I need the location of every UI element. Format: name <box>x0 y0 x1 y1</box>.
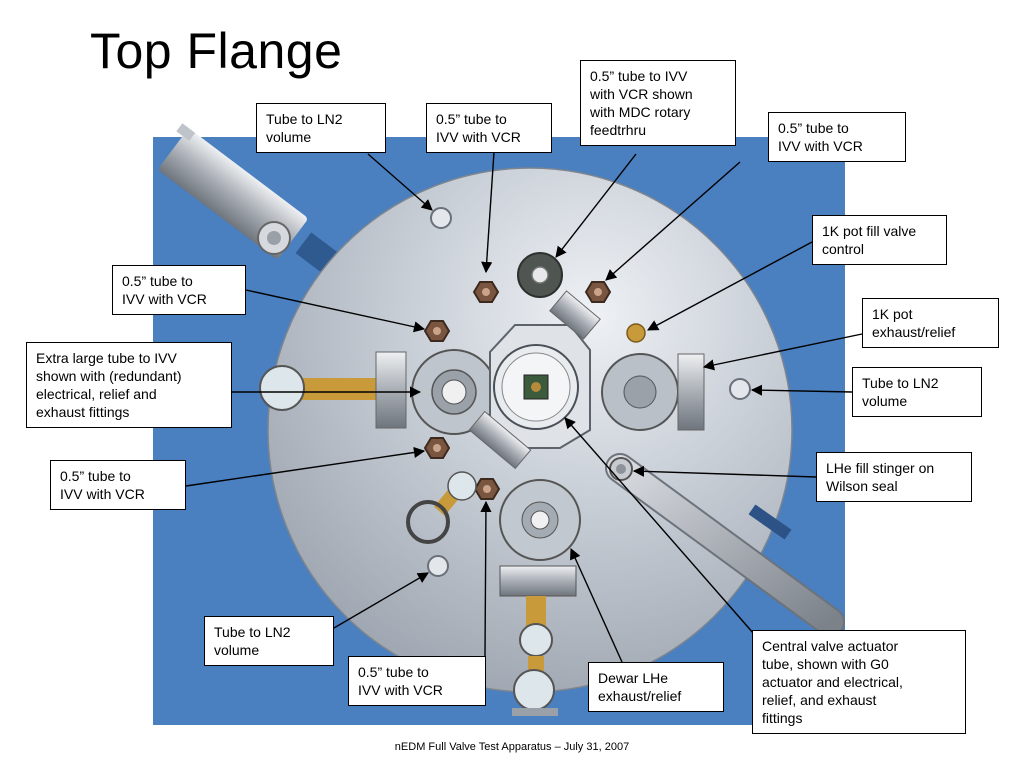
callout-arrows <box>185 151 863 663</box>
lhe-fill-stinger <box>605 453 845 637</box>
callout-vcr-bottom: 0.5” tube to IVV with VCR <box>348 656 486 706</box>
slide-footer: nEDM Full Valve Test Apparatus – July 31… <box>394 741 630 753</box>
1k-pot-fill-valve <box>626 323 646 343</box>
slide-title: Top Flange <box>90 23 343 79</box>
callout-vcr-top-right: 0.5” tube to IVV with VCR <box>768 112 906 162</box>
callout-central-valve: Central valve actuator tube, shown with … <box>752 630 966 734</box>
callout-vcr-left-lower: 0.5” tube to IVV with VCR <box>50 460 186 510</box>
callout-tube-ln2-top: Tube to LN2 volume <box>256 103 386 153</box>
callout-1k-pot-fill: 1K pot fill valve control <box>812 215 947 265</box>
ln2-port-top <box>430 207 452 229</box>
blue-bar <box>748 504 792 540</box>
1k-pot-exhaust-port <box>601 353 705 431</box>
callout-extra-large-tube: Extra large tube to IVV shown with (redu… <box>26 342 232 428</box>
callout-lhe-fill-stinger: LHe fill stinger on Wilson seal <box>816 452 972 502</box>
dewar-lhe-port <box>499 479 581 716</box>
callout-tube-ln2-bottom: Tube to LN2 volume <box>204 616 334 666</box>
central-valve-actuator <box>468 290 601 470</box>
callout-vcr-mdc: 0.5” tube to IVV with VCR shown with MDC… <box>580 60 736 146</box>
lower-left-fitting <box>406 471 477 544</box>
callout-dewar-lhe: Dewar LHe exhaust/relief <box>588 662 724 712</box>
callout-vcr-left-upper: 0.5” tube to IVV with VCR <box>112 265 246 315</box>
callout-tube-ln2-right: Tube to LN2 volume <box>852 367 982 417</box>
callout-1k-pot-exhaust: 1K pot exhaust/relief <box>862 298 999 348</box>
ln2-port-right <box>729 378 751 400</box>
ln2-port-bottom <box>427 555 449 577</box>
callout-vcr-top-left: 0.5” tube to IVV with VCR <box>426 103 552 153</box>
extra-large-tube-port <box>259 349 497 435</box>
